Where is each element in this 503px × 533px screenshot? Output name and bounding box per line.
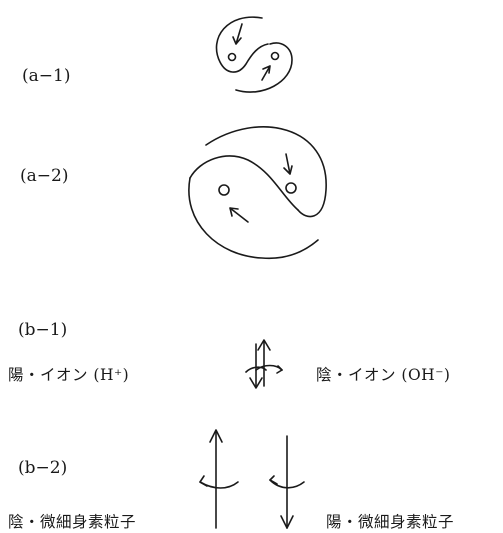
swirl-a1-upper-curve (215, 16, 269, 73)
particle-up-arrow-head (209, 429, 223, 443)
swirl-a2-s-curve (189, 155, 299, 211)
swirl-a1-right-dot (270, 51, 280, 61)
swirl-a1-left-dot (227, 52, 237, 62)
swirl-a2-figure (188, 126, 327, 260)
label-b2: (b−2) (18, 458, 68, 478)
ion-arrow-down-head (249, 377, 263, 389)
ion-arrow-up-swirl-head (276, 365, 283, 374)
swirl-a2-outer-upper (205, 126, 327, 218)
swirl-a2-arrow-left (229, 207, 249, 223)
swirl-a1-arrow-down (232, 23, 243, 45)
swirl-a2-outer-lower (188, 177, 319, 260)
particle-arrows-figure (199, 429, 305, 529)
label-b1: (b−1) (18, 320, 68, 340)
label-a2: (a−2) (20, 166, 69, 186)
particle-up-arrow-swirl-head (199, 475, 208, 487)
particle-down-arrow-swirl-head (269, 475, 278, 485)
swirl-a1-figure (215, 16, 293, 93)
swirl-a2-arrow-down (283, 153, 293, 175)
swirl-a2-right-dot (285, 182, 297, 194)
label-a1: (a−1) (22, 66, 71, 86)
ion-arrow-down-swirl (245, 366, 267, 373)
b1-left-text: 陽・イオン (H⁺) (8, 366, 130, 384)
particle-down-arrow-head (280, 515, 294, 529)
swirl-a1-arrow-up (261, 65, 271, 81)
b1-right-text: 陰・イオン (OH⁻) (316, 366, 451, 384)
b2-left-text: 陰・微細身素粒子 (8, 513, 137, 531)
swirl-a2-left-dot (218, 184, 230, 196)
ion-arrows-figure (245, 339, 283, 389)
swirl-a1-lower-curve (235, 42, 293, 93)
ion-arrow-up-head (257, 339, 271, 351)
b2-right-text: 陽・微細身素粒子 (326, 513, 455, 531)
